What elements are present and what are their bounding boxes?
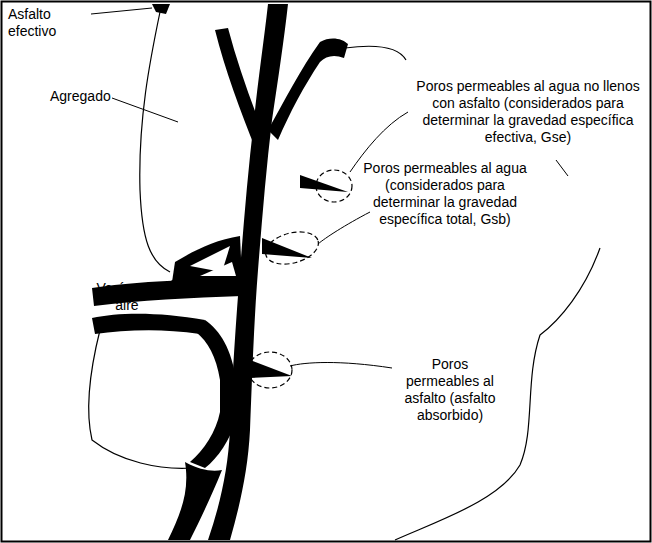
asphalt-film xyxy=(92,4,348,540)
pore-wedge xyxy=(250,360,292,378)
pore-highlight xyxy=(248,170,352,388)
pore-wedge xyxy=(300,175,348,192)
callout-label: Poros permeables al asfalto (asfalto abs… xyxy=(394,356,506,424)
callout-label: Vacíos de aire xyxy=(96,280,158,314)
pore-wedge xyxy=(262,238,312,258)
callout-label: Agregado xyxy=(50,88,120,105)
callout-label: Poros permeables al agua (considerados p… xyxy=(360,160,530,228)
callout-label: Asfalto efectivo xyxy=(8,6,90,40)
callout-label: Poros permeables al agua no llenos con a… xyxy=(410,78,646,146)
leader-line xyxy=(91,8,568,368)
air-void xyxy=(190,246,236,276)
